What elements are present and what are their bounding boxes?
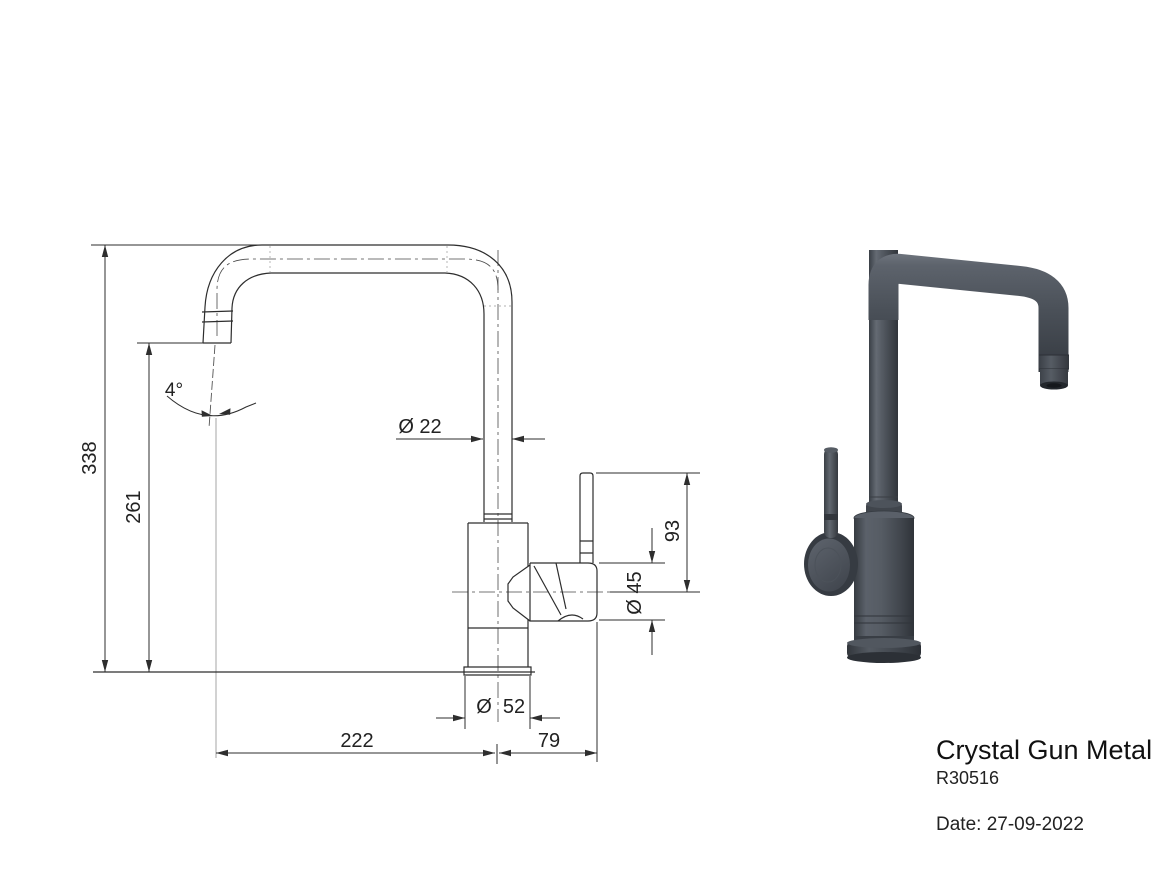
centerlines bbox=[216, 250, 610, 722]
faucet-outline bbox=[93, 244, 598, 676]
render-body bbox=[854, 518, 914, 640]
tangent-construction-lines bbox=[269, 246, 512, 307]
render-outlet-tip bbox=[1040, 369, 1068, 385]
render-aerator-ring bbox=[1039, 355, 1069, 369]
dim-base-diameter-label: 52 bbox=[503, 696, 525, 718]
dim-spout-height-label: 261 bbox=[123, 490, 145, 523]
spout-axis-tilt-line bbox=[208, 344, 216, 429]
render-lever-rod bbox=[824, 448, 838, 538]
dim-total-height-label: 338 bbox=[79, 441, 101, 474]
dim-lever-height-label: 93 bbox=[662, 520, 684, 542]
dimension-lines bbox=[91, 244, 700, 764]
dim-base-diameter-symbol: Ø bbox=[476, 696, 492, 718]
dim-valve-diameter-label: Ø 45 bbox=[624, 571, 646, 614]
product-code: R30516 bbox=[936, 767, 1000, 788]
dimension-arrowheads bbox=[101, 245, 691, 757]
dim-spout-diameter-label: Ø 22 bbox=[398, 416, 441, 438]
product-date: Date: 27-09-2022 bbox=[936, 814, 1084, 836]
dim-rear-offset-label: 79 bbox=[538, 730, 560, 752]
render-spout-tube bbox=[868, 253, 1069, 372]
dimension-labels: 338 261 4° Ø 22 93 Ø 45 Ø 52 222 79 bbox=[79, 380, 684, 752]
faucet-render bbox=[804, 250, 1069, 663]
product-name: Crystal Gun Metal bbox=[936, 735, 1153, 765]
product-info-block: Crystal Gun Metal R30516 Date: 27-09-202… bbox=[936, 735, 1153, 837]
dim-spout-reach-label: 222 bbox=[340, 730, 373, 752]
dim-spout-angle-label: 4° bbox=[165, 380, 183, 401]
